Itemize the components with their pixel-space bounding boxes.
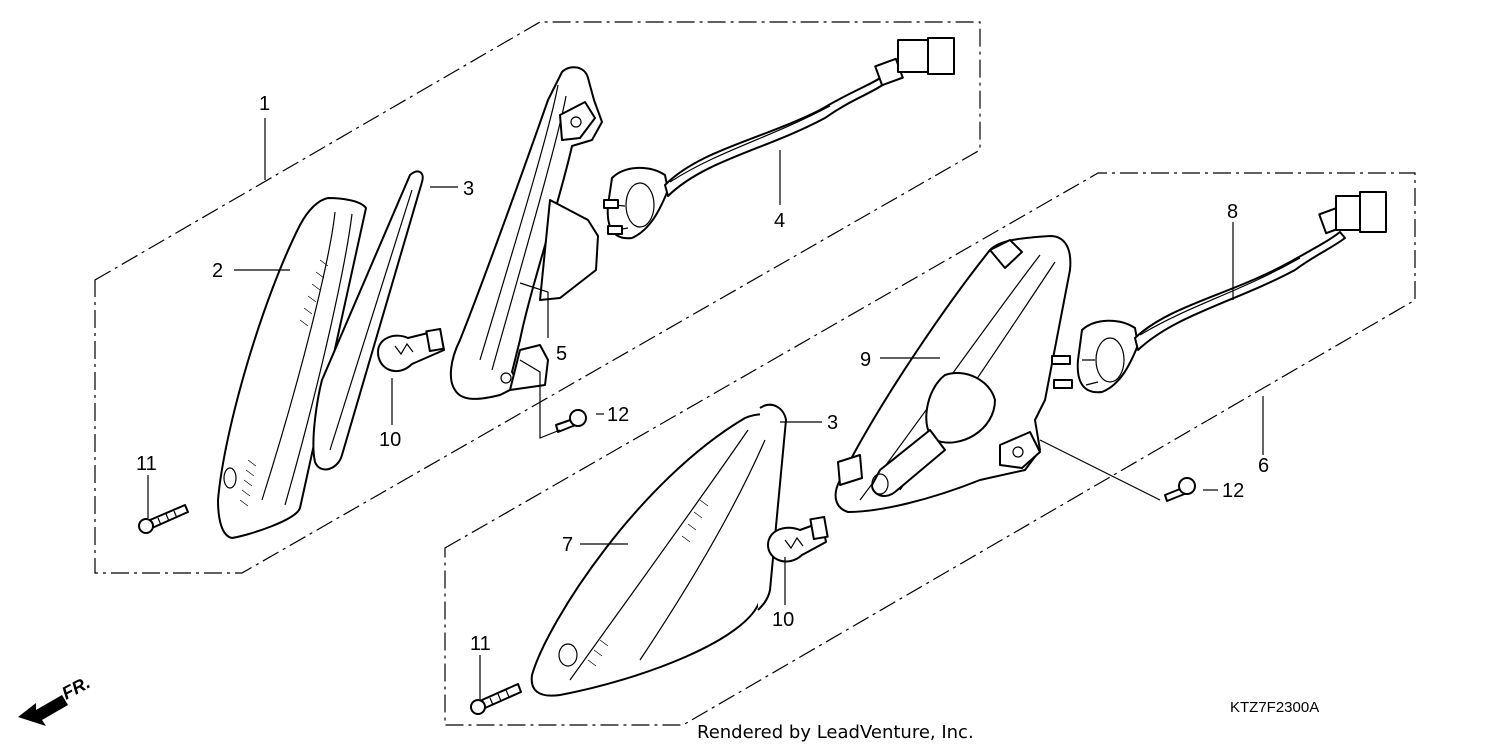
callout-8: 8 — [1227, 201, 1238, 223]
harness-part-4 — [603, 37, 955, 240]
screw-part-11a — [138, 504, 189, 534]
callout-12-lower: 12 — [1222, 480, 1244, 502]
assembly-1-boundary — [94, 21, 981, 574]
lens-part-2 — [217, 197, 367, 539]
credit-text: Rendered by LeadVenture, Inc. — [697, 722, 974, 743]
callout-4: 4 — [774, 210, 785, 232]
callout-3-lower: 3 — [827, 412, 838, 434]
callout-6: 6 — [1258, 455, 1269, 477]
diagram-code: KTZ7F2300A — [1230, 699, 1319, 716]
callout-1: 1 — [259, 93, 270, 115]
callout-9: 9 — [860, 349, 871, 371]
leader-lines — [147, 118, 1264, 700]
callout-10-lower: 10 — [772, 609, 794, 631]
gasket-part-3 — [312, 170, 424, 471]
bulb-part-10a — [377, 327, 445, 373]
callout-5: 5 — [556, 343, 567, 365]
front-arrow-icon — [18, 695, 68, 726]
bulb-part-10b — [767, 515, 829, 563]
harness-part-8 — [1051, 191, 1387, 394]
callout-11-lower: 11 — [470, 633, 491, 655]
callout-2: 2 — [212, 260, 223, 282]
callout-11-upper: 11 — [136, 453, 157, 475]
lens-part-7 — [530, 403, 787, 697]
housing-part-9 — [834, 235, 1072, 513]
callout-3-upper: 3 — [463, 178, 474, 200]
callout-12-upper: 12 — [607, 404, 629, 426]
screw-part-12b — [1164, 477, 1196, 502]
callout-7: 7 — [562, 534, 573, 556]
housing-part-5 — [449, 66, 603, 400]
assembly-6-boundary — [444, 172, 1416, 726]
screw-part-11b — [470, 683, 522, 715]
screw-part-12a — [555, 409, 587, 433]
callout-10-upper: 10 — [379, 429, 401, 451]
